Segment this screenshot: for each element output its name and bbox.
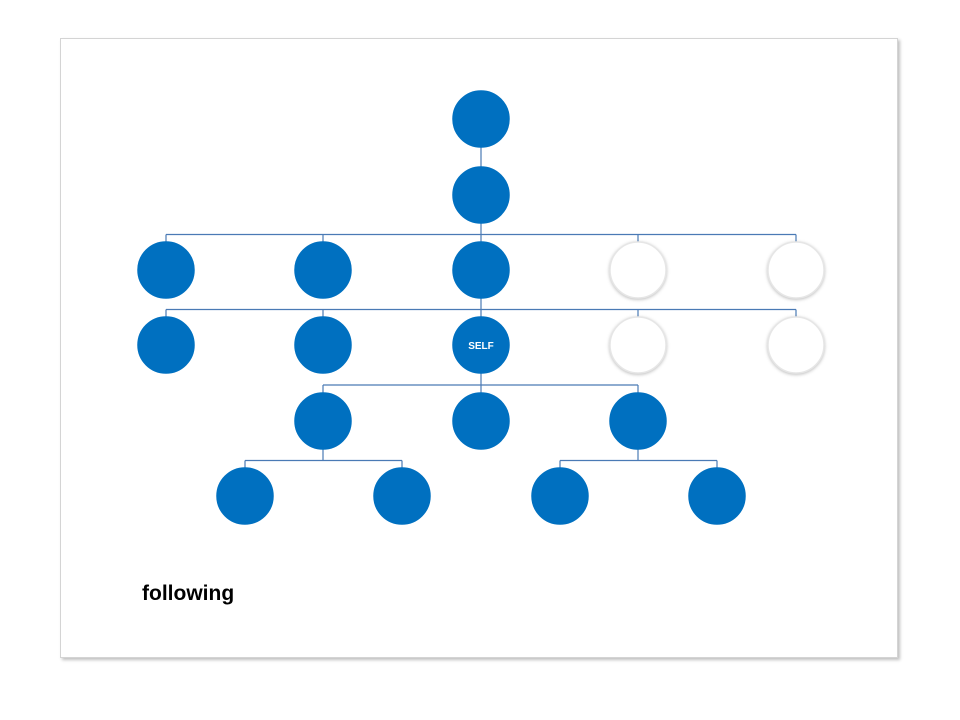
- empty-node-circle: [767, 241, 825, 299]
- nodes-layer: SELF: [137, 90, 825, 525]
- filled-node-circle: [373, 467, 431, 525]
- tree-node-n3b: [294, 241, 352, 299]
- empty-node-circle: [609, 241, 667, 299]
- tree-node-n3c: [452, 241, 510, 299]
- filled-node-circle: [609, 392, 667, 450]
- tree-node-n4e: [767, 316, 825, 374]
- tree-node-n4d: [609, 316, 667, 374]
- edges-layer: [165, 147, 797, 468]
- filled-node-circle: [294, 316, 352, 374]
- filled-node-circle: [452, 241, 510, 299]
- filled-node-circle: [531, 467, 589, 525]
- tree-node-n5b: [452, 392, 510, 450]
- tree-node-n6c: [531, 467, 589, 525]
- filled-node-circle: [137, 241, 195, 299]
- tree-node-n6d: [688, 467, 746, 525]
- filled-node-circle: [294, 241, 352, 299]
- filled-node-circle: [452, 316, 510, 374]
- filled-node-circle: [452, 392, 510, 450]
- filled-node-circle: [216, 467, 274, 525]
- empty-node-circle: [767, 316, 825, 374]
- tree-node-n5a: [294, 392, 352, 450]
- tree-node-n3d: [609, 241, 667, 299]
- tree-node-n5c: [609, 392, 667, 450]
- tree-node-n6a: [216, 467, 274, 525]
- tree-node-self: SELF: [452, 316, 510, 374]
- tree-node-n3a: [137, 241, 195, 299]
- tree-node-n6b: [373, 467, 431, 525]
- filled-node-circle: [294, 392, 352, 450]
- node-label-self: SELF: [468, 341, 494, 352]
- tree-node-n3e: [767, 241, 825, 299]
- caption-text: following: [142, 582, 235, 605]
- filled-node-circle: [137, 316, 195, 374]
- tree-node-n4b: [294, 316, 352, 374]
- filled-node-circle: [688, 467, 746, 525]
- filled-node-circle: [452, 90, 510, 148]
- tree-node-n4a: [137, 316, 195, 374]
- tree-node-n2: [452, 166, 510, 224]
- empty-node-circle: [609, 316, 667, 374]
- filled-node-circle: [452, 166, 510, 224]
- tree-node-n1: [452, 90, 510, 148]
